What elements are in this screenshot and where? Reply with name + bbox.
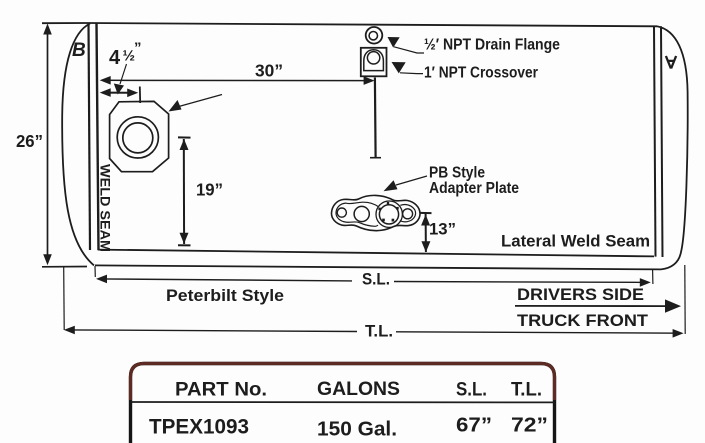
svg-text:S.L.: S.L.: [456, 380, 487, 401]
svg-text:½: ½: [123, 48, 136, 65]
svg-text:26”: 26”: [16, 131, 43, 151]
svg-text:Adapter Plate: Adapter Plate: [429, 180, 519, 197]
svg-text:30”: 30”: [255, 61, 283, 81]
svg-text:GALONS: GALONS: [317, 379, 400, 400]
svg-text:72”: 72”: [511, 415, 548, 437]
svg-text:DRIVERS SIDE: DRIVERS SIDE: [517, 285, 644, 304]
svg-text:T.L.: T.L.: [511, 380, 542, 401]
svg-text:Lateral Weld Seam: Lateral Weld Seam: [501, 232, 650, 251]
svg-text:S.L.: S.L.: [362, 270, 390, 289]
svg-text:13”: 13”: [429, 220, 456, 239]
svg-text:67”: 67”: [456, 415, 492, 437]
svg-text:”: ”: [134, 40, 142, 57]
svg-text:19”: 19”: [196, 180, 223, 200]
svg-text:150 Gal.: 150 Gal.: [317, 419, 397, 441]
svg-text:WELD SEAM: WELD SEAM: [98, 164, 113, 252]
svg-text:Peterbilt Style: Peterbilt Style: [166, 286, 284, 305]
svg-text:B: B: [72, 40, 86, 61]
svg-text:½′ NPT Drain Flange: ½′ NPT Drain Flange: [424, 37, 560, 54]
svg-text:TRUCK FRONT: TRUCK FRONT: [517, 311, 649, 330]
svg-text:PART No.: PART No.: [175, 380, 267, 401]
svg-text:PB Style: PB Style: [429, 165, 485, 182]
svg-text:1′ NPT Crossover: 1′ NPT Crossover: [424, 65, 538, 82]
svg-text:TPEX1093: TPEX1093: [149, 416, 249, 439]
svg-text:T.L.: T.L.: [365, 322, 393, 341]
svg-text:4: 4: [109, 47, 121, 69]
